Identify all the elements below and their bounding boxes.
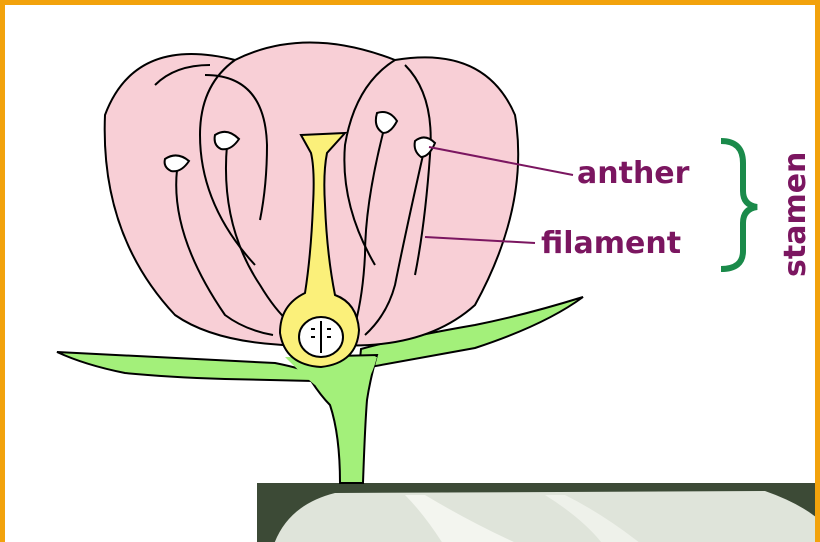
- flower-photo: [257, 483, 820, 542]
- stamen-label: stamen: [778, 152, 813, 277]
- filament-label: filament: [541, 226, 681, 261]
- stamen-bracket: [721, 141, 757, 269]
- anther-label: anther: [577, 156, 690, 191]
- flower-diagram: anther filament stamen: [5, 5, 820, 542]
